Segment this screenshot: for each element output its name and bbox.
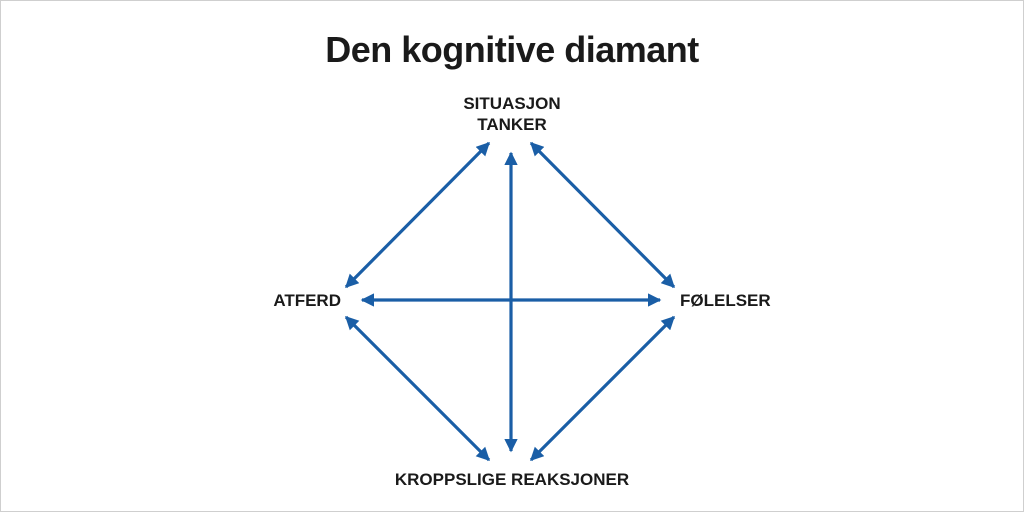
node-bodily-reactions: KROPPSLIGE REAKSJONER: [394, 470, 630, 489]
node-top-line2: TANKER: [477, 115, 547, 134]
node-behavior: ATFERD: [273, 291, 341, 310]
arrow-bottom-left: [344, 315, 491, 462]
node-top-line1: SITUASJON: [463, 94, 561, 113]
arrow-top-right: [529, 141, 676, 289]
arrow-bottom-right: [529, 315, 676, 462]
node-feelings: FØLELSER: [680, 291, 771, 310]
page-title: Den kognitive diamant: [325, 29, 699, 70]
arrow-top-left: [344, 141, 491, 289]
node-situation-thoughts: SITUASJON TANKER: [412, 93, 612, 135]
